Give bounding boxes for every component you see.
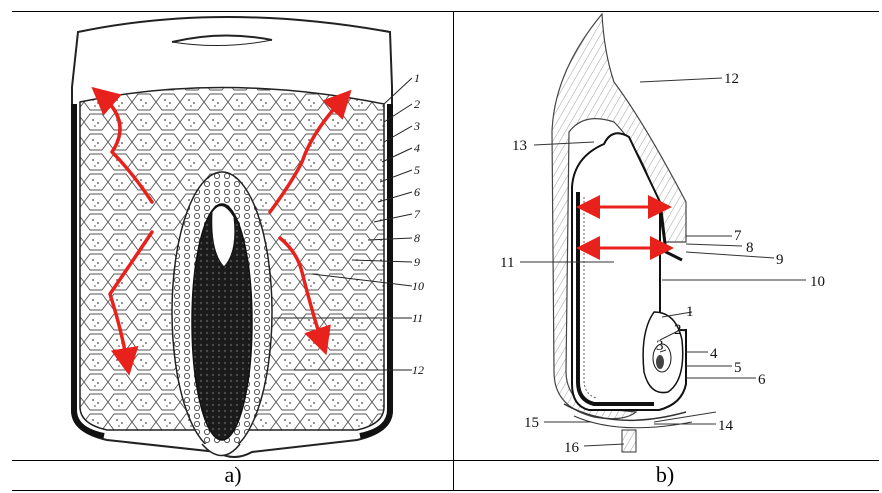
panel-a-label-9: 9 bbox=[414, 255, 420, 269]
panel-a-label-12: 12 bbox=[412, 363, 424, 377]
panel-b-caption: b) bbox=[645, 462, 685, 488]
panel-b-label-10: 10 bbox=[810, 274, 825, 290]
panel-a-label-7: 7 bbox=[414, 207, 421, 221]
table-bottom-rule bbox=[12, 490, 879, 491]
panel-a-label-1: 1 bbox=[414, 71, 420, 85]
table-mid-rule bbox=[12, 460, 879, 461]
panel-b-label-9: 9 bbox=[776, 252, 784, 268]
panel-b-label-11: 11 bbox=[500, 255, 514, 271]
panel-b-label-3: 3 bbox=[656, 338, 664, 354]
panel-b-label-14: 14 bbox=[718, 418, 734, 434]
panel-a-label-4: 4 bbox=[414, 141, 420, 155]
panel-b-label-12: 12 bbox=[724, 71, 739, 87]
panel-a-caption: a) bbox=[213, 462, 253, 488]
panel-b-label-15: 15 bbox=[524, 415, 539, 431]
panel-b-diagram: 1 2 3 4 5 6 7 8 9 10 11 12 13 14 15 16 bbox=[454, 12, 879, 460]
panel-a-diagram: 1 2 3 4 5 6 7 8 9 10 11 12 bbox=[12, 12, 453, 460]
panel-a-label-11: 11 bbox=[412, 311, 423, 325]
panel-a-label-10: 10 bbox=[412, 279, 424, 293]
panel-b-label-5: 5 bbox=[734, 360, 742, 376]
panel-b-label-4: 4 bbox=[710, 346, 718, 362]
panel-b-label-16: 16 bbox=[564, 440, 580, 456]
panel-a-label-3: 3 bbox=[413, 119, 420, 133]
panel-a-label-2: 2 bbox=[414, 97, 420, 111]
panel-b-label-6: 6 bbox=[758, 372, 766, 388]
panel-b-label-2: 2 bbox=[674, 322, 682, 338]
panel-a-label-5: 5 bbox=[414, 163, 420, 177]
panel-b-label-13: 13 bbox=[512, 138, 527, 154]
panel-b: 1 2 3 4 5 6 7 8 9 10 11 12 13 14 15 16 bbox=[454, 12, 879, 460]
panel-b-label-7: 7 bbox=[734, 228, 742, 244]
panel-a-label-6: 6 bbox=[414, 185, 420, 199]
panel-b-label-8: 8 bbox=[746, 240, 754, 256]
panel-a: 1 2 3 4 5 6 7 8 9 10 11 12 bbox=[12, 12, 453, 460]
panel-a-label-8: 8 bbox=[414, 231, 420, 245]
panel-b-label-1: 1 bbox=[686, 304, 694, 320]
